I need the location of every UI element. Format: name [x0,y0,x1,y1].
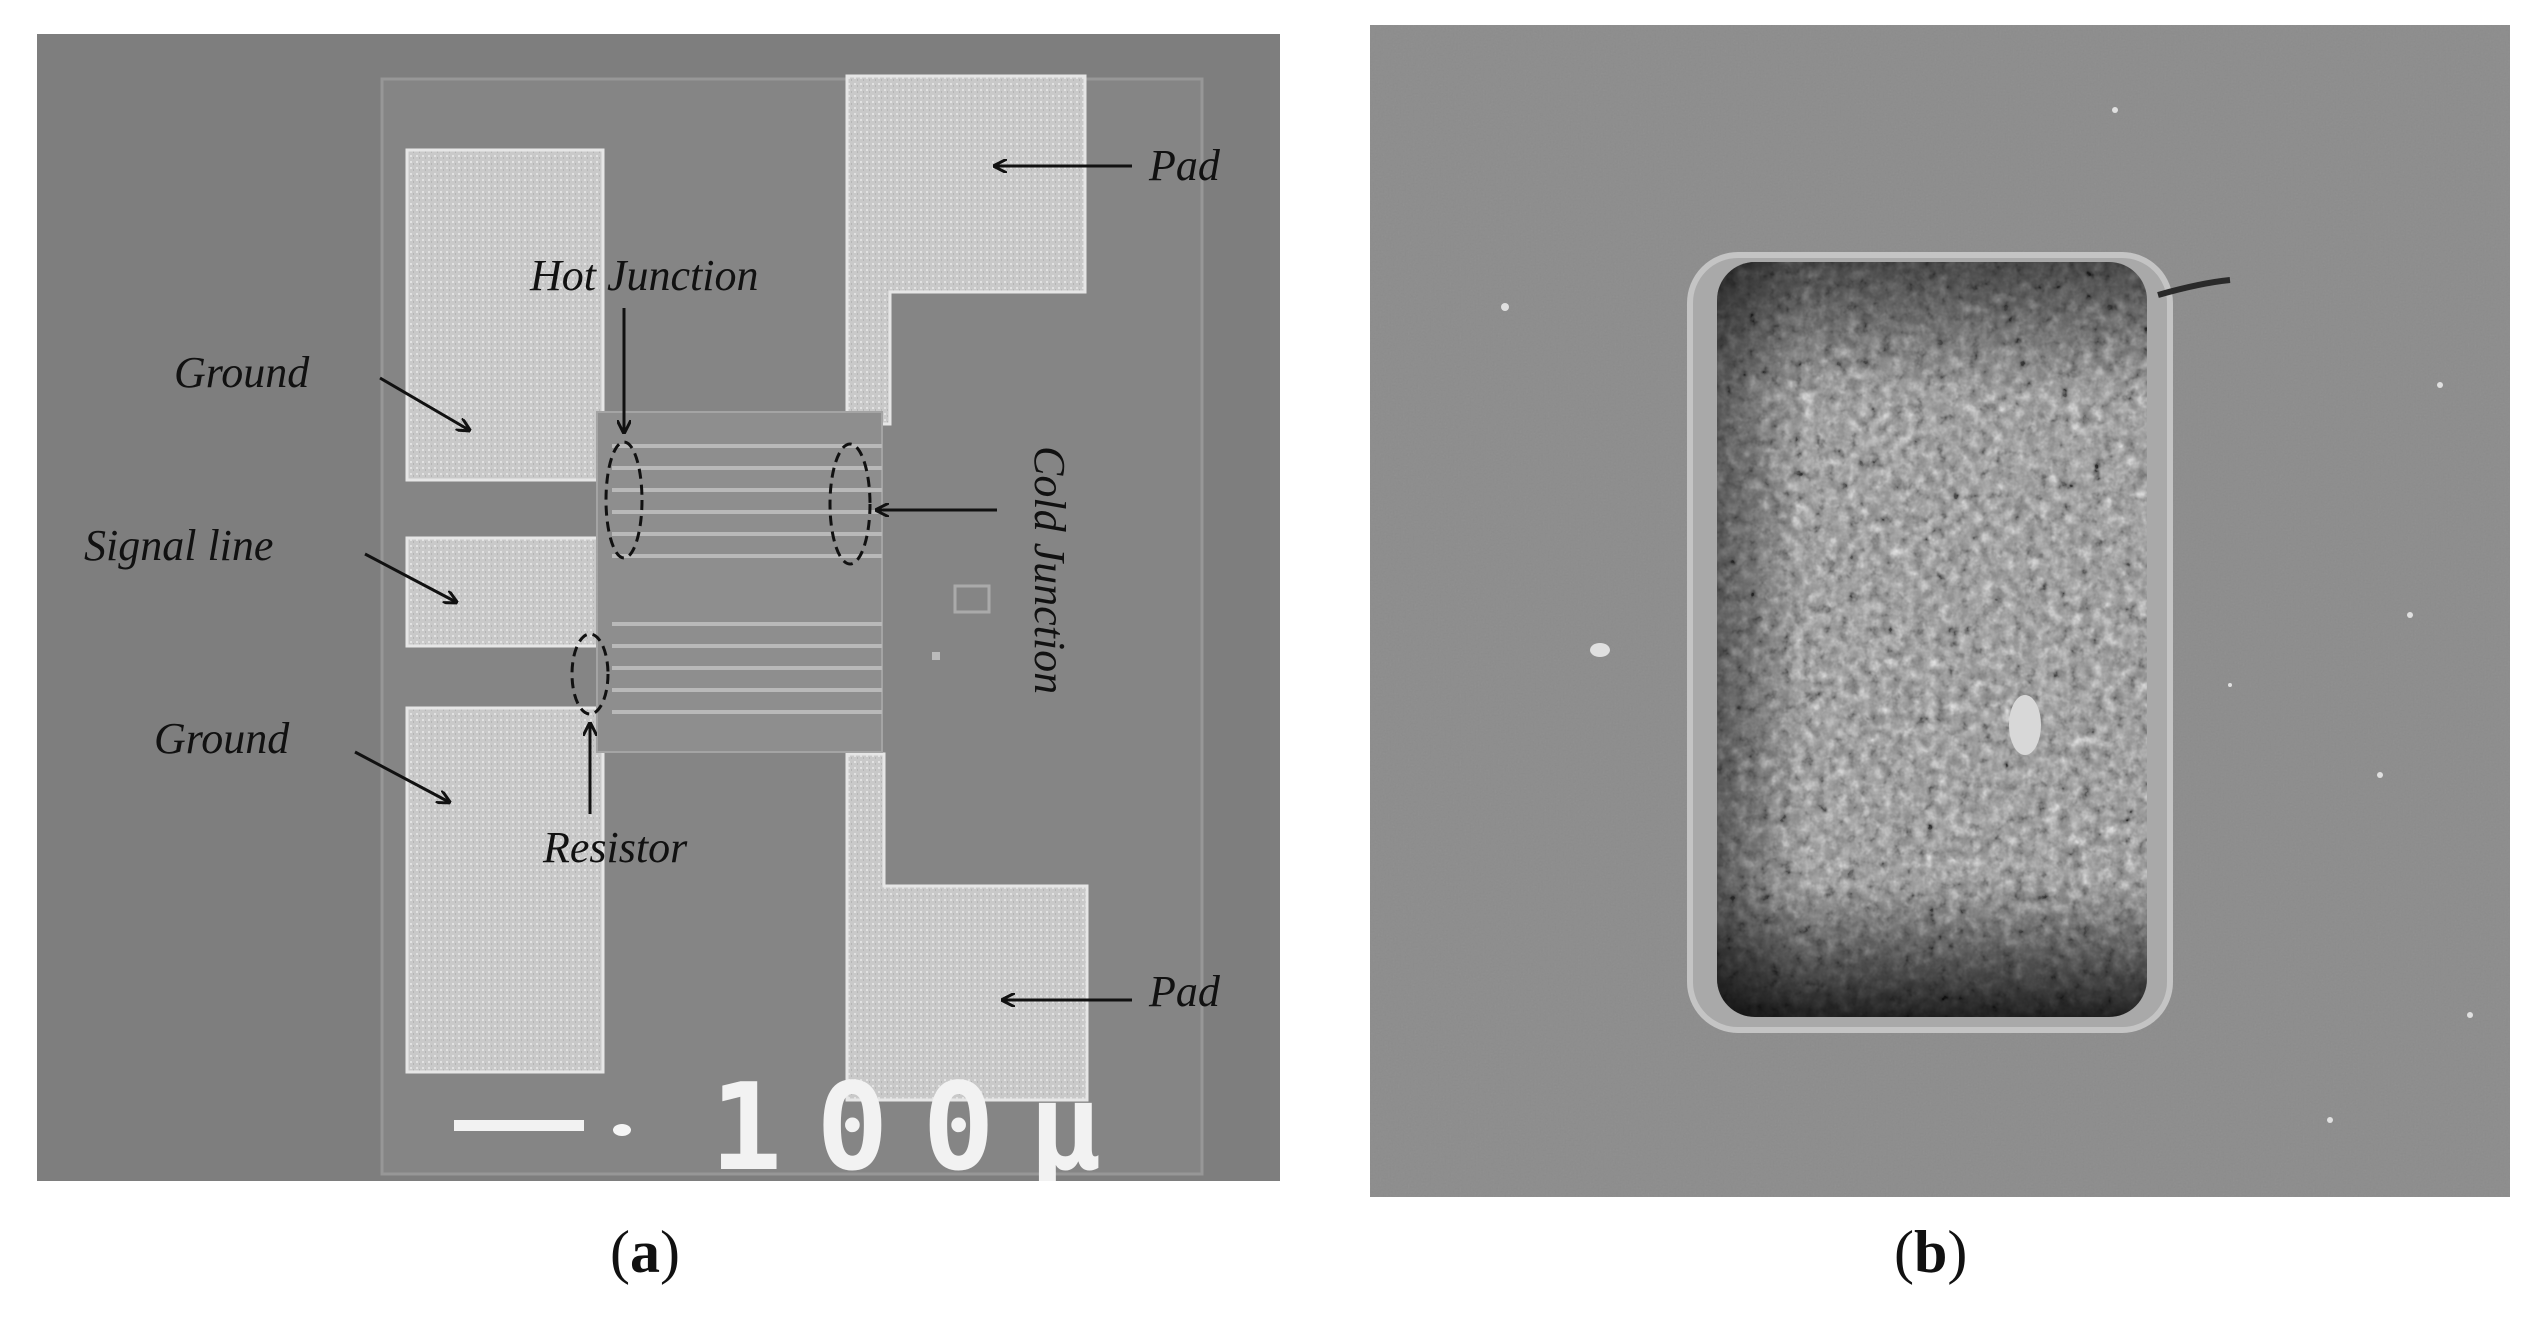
hot-junction-label: Hot Junction [530,251,759,300]
ground-bottom-arrow [354,750,449,802]
pad-bottom-label: Pad [1149,967,1220,1016]
sem-image-a: Pad Hot Junction Ground Signal line Cold… [37,34,1280,1181]
thermocouple-lines [612,444,882,714]
signal-line-label: Signal line [84,521,274,570]
pad-bottom-shape [845,752,1089,1102]
resistor-label: Resistor [543,823,688,872]
scale-bar [454,1120,584,1131]
textured-block [1717,262,2147,1017]
ground-pad-bottom [405,706,605,1074]
signal-line-arrow [364,552,456,602]
cold-junction-ellipse [828,442,872,566]
resistor-ellipse [570,632,610,716]
caption-a: (a) [610,1219,680,1285]
surface-specks [1501,107,2473,1123]
sem-image-b [1370,25,2510,1197]
sem-drawing-a [354,74,1204,1176]
ground-bottom-label: Ground [154,714,290,763]
ground-top-label: Ground [174,348,310,397]
ground-top-arrow [379,376,469,430]
membrane [596,411,883,753]
ground-pad-top [405,148,605,482]
pad-top-label: Pad [1149,141,1220,190]
sem-drawing-b [1370,25,2510,1197]
scale-bar-text: 100µ [710,1059,1135,1181]
caption-b: (b) [1894,1219,1968,1285]
hot-junction-ellipse [604,440,644,560]
cold-junction-label: Cold Junction [1025,446,1074,695]
